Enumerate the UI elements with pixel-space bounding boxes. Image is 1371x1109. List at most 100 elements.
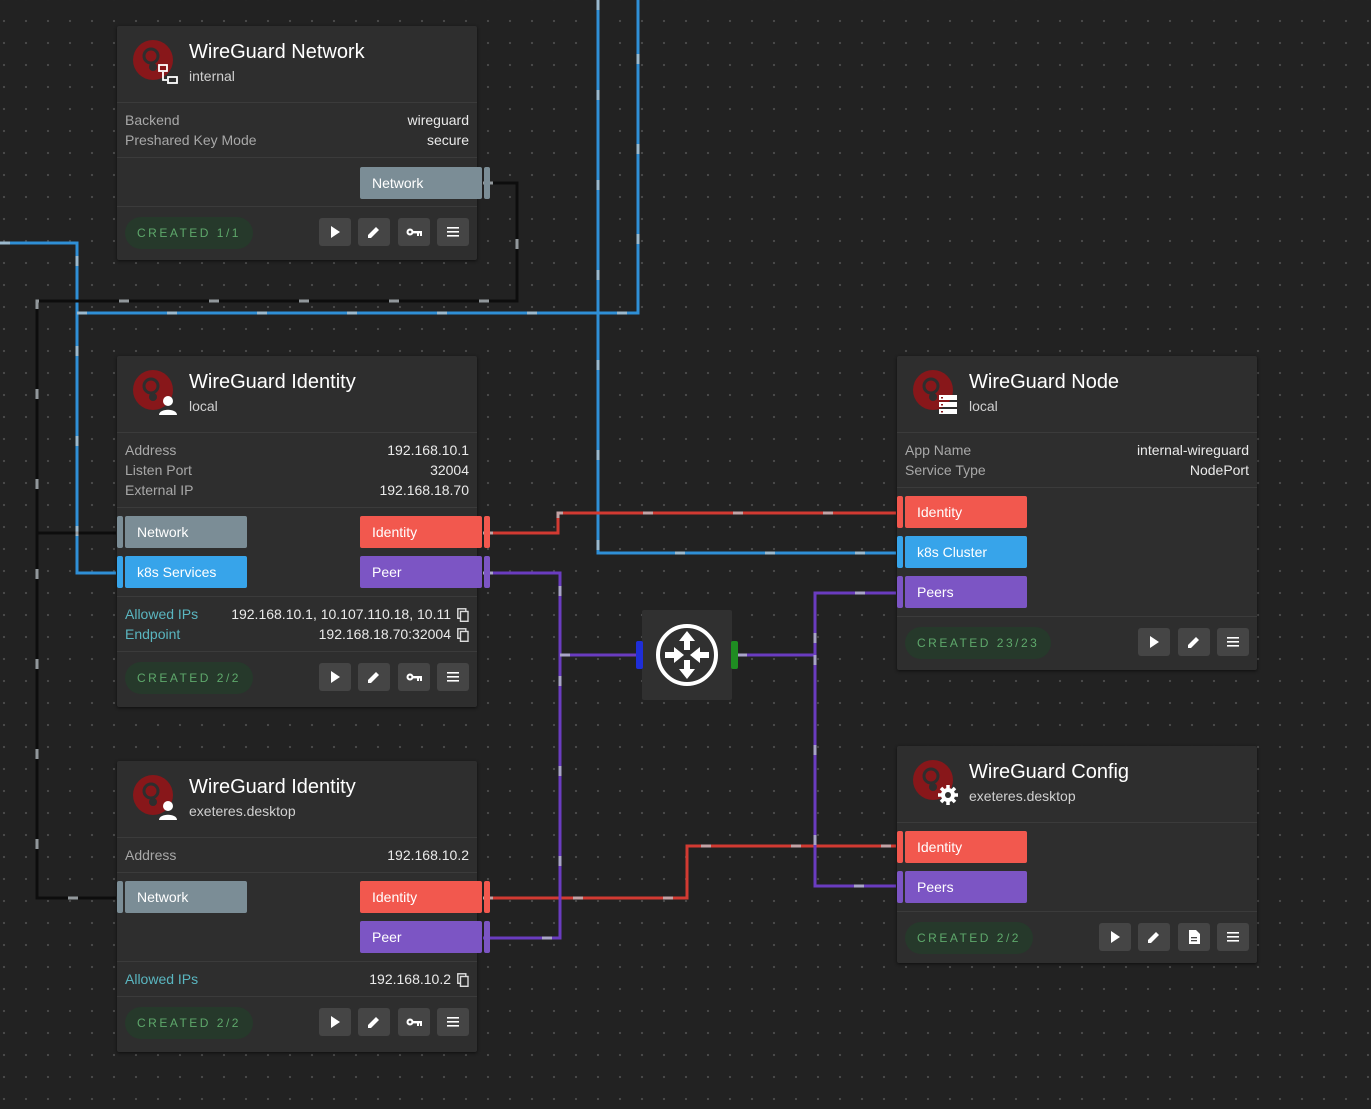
edit-button[interactable]	[358, 218, 390, 246]
play-button[interactable]	[319, 1008, 351, 1036]
port-handle[interactable]	[117, 881, 123, 913]
key-button[interactable]	[398, 1008, 430, 1036]
port-handle[interactable]	[484, 556, 490, 588]
play-icon	[1150, 636, 1159, 648]
pencil-icon	[368, 227, 379, 238]
port-k8s-cluster-in[interactable]: k8s Cluster	[897, 536, 1027, 568]
router-input-handle[interactable]	[636, 641, 643, 669]
edit-button[interactable]	[358, 1008, 390, 1036]
card-subtitle: exeteres.desktop	[969, 788, 1076, 804]
port-handle[interactable]	[897, 576, 903, 608]
router-icon	[656, 624, 718, 686]
edit-button[interactable]	[1138, 923, 1170, 951]
wire-blue-k8s-cluster	[596, 0, 896, 555]
play-button[interactable]	[319, 663, 351, 691]
port-peer-out[interactable]: Peer	[360, 921, 490, 953]
port-network-in[interactable]: Network	[117, 881, 247, 913]
card-footer: CREATED 2/2	[117, 652, 477, 704]
wireguard-logo	[133, 370, 177, 415]
card-ports: Network Identity Peer	[117, 873, 490, 962]
port-identity-in[interactable]: Identity	[897, 831, 1027, 863]
port-handle[interactable]	[484, 167, 490, 199]
wire-red-identity-config	[483, 844, 896, 900]
port-identity-out[interactable]: Identity	[360, 516, 490, 548]
menu-icon	[1227, 932, 1239, 942]
port-k8s-services-in[interactable]: k8s Services	[117, 556, 247, 588]
menu-button[interactable]	[1217, 628, 1249, 656]
router-node[interactable]	[636, 610, 738, 700]
card-subtitle: internal	[189, 68, 235, 84]
gear-icon	[937, 784, 959, 806]
port-identity-in[interactable]: Identity	[897, 496, 1027, 528]
menu-icon	[447, 1017, 459, 1027]
wire-red-identity-node	[483, 511, 896, 535]
port-handle[interactable]	[484, 921, 490, 953]
menu-button[interactable]	[437, 663, 469, 691]
card-header: WireGuard Node local	[897, 356, 1257, 433]
port-peers-in[interactable]: Peers	[897, 576, 1027, 608]
port-identity-out[interactable]: Identity	[360, 881, 490, 913]
menu-button[interactable]	[437, 218, 469, 246]
port-handle[interactable]	[897, 536, 903, 568]
card-title: WireGuard Node	[969, 371, 1120, 393]
play-button[interactable]	[1099, 923, 1131, 951]
port-handle[interactable]	[897, 496, 903, 528]
card-header: WireGuard Identity exeteres.desktop	[117, 761, 477, 838]
menu-button[interactable]	[1217, 923, 1249, 951]
key-button[interactable]	[398, 663, 430, 691]
pencil-icon	[368, 1017, 379, 1028]
port-peer-out[interactable]: Peer	[360, 556, 490, 588]
key-icon	[406, 673, 422, 681]
play-button[interactable]	[319, 218, 351, 246]
edit-button[interactable]	[1178, 628, 1210, 656]
play-button[interactable]	[1138, 628, 1170, 656]
wire-purple-router-node	[737, 591, 896, 657]
pencil-icon	[1188, 637, 1199, 648]
port-handle[interactable]	[484, 881, 490, 913]
status-badge: CREATED 1/1	[125, 217, 253, 249]
menu-button[interactable]	[437, 1008, 469, 1036]
card-header: WireGuard Config exeteres.desktop	[897, 746, 1257, 823]
card-title: WireGuard Identity	[189, 776, 356, 798]
document-button[interactable]	[1178, 923, 1210, 951]
user-icon	[157, 799, 179, 821]
pencil-icon	[368, 672, 379, 683]
router-output-handle[interactable]	[731, 641, 738, 669]
copy-icon[interactable]	[457, 973, 469, 988]
card-header: WireGuard Network internal	[117, 26, 477, 103]
copy-icon[interactable]	[457, 608, 469, 623]
port-handle[interactable]	[117, 516, 123, 548]
card-subtitle: local	[969, 398, 998, 414]
key-button[interactable]	[398, 218, 430, 246]
status-badge: CREATED 2/2	[905, 922, 1033, 954]
card-ports: Network	[117, 158, 490, 207]
edit-button[interactable]	[358, 663, 390, 691]
user-icon	[157, 394, 179, 416]
port-peers-in[interactable]: Peers	[897, 871, 1027, 903]
port-network-out[interactable]: Network	[360, 167, 490, 199]
port-handle[interactable]	[897, 831, 903, 863]
play-icon	[331, 1016, 340, 1028]
port-network-in[interactable]: Network	[117, 516, 247, 548]
copy-icon[interactable]	[457, 628, 469, 643]
wireguard-config-card[interactable]: WireGuard Config exeteres.desktop Identi…	[897, 746, 1257, 963]
wire-purple-router-config	[813, 655, 896, 888]
port-handle[interactable]	[484, 516, 490, 548]
wireguard-identity-desktop-card[interactable]: WireGuard Identity exeteres.desktop Addr…	[117, 761, 490, 1052]
pencil-icon	[1148, 932, 1159, 943]
card-title: WireGuard Identity	[189, 371, 356, 393]
port-handle[interactable]	[117, 556, 123, 588]
port-handle[interactable]	[897, 871, 903, 903]
